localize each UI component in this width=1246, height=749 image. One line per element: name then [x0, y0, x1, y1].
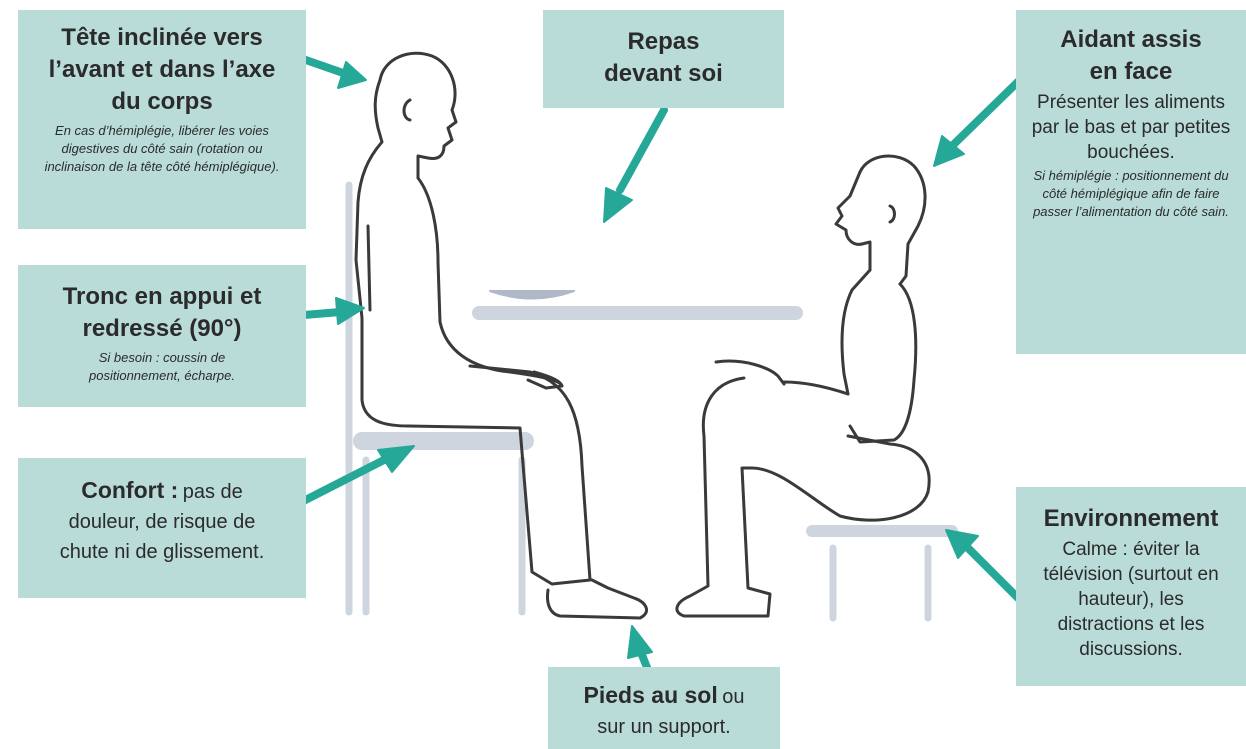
helper-note: Si hémiplégie : positionnement du côté h…	[1022, 167, 1240, 221]
helper-chair	[812, 531, 952, 618]
arrow-helper	[934, 72, 1028, 166]
label-box-comfort: Confort : pas de douleur, de risque de c…	[18, 458, 306, 598]
environment-text: Calme : éviter la télévision (surtout en…	[1024, 537, 1238, 662]
helper-figure	[677, 156, 929, 616]
feet-title: Pieds au sol	[584, 682, 718, 708]
arrow-meal	[604, 110, 664, 222]
meal-title: Repas devant soi	[593, 26, 734, 90]
arrow-head	[300, 58, 366, 88]
plate	[490, 291, 574, 299]
comfort-title: Confort :	[81, 477, 178, 503]
trunk-title: Tronc en appui et redressé (90°)	[32, 281, 292, 345]
label-box-helper: Aidant assis en face Présenter les alime…	[1016, 10, 1246, 354]
trunk-note: Si besoin : coussin de positionnement, é…	[32, 349, 292, 385]
label-box-environment: Environnement Calme : éviter la télévisi…	[1016, 487, 1246, 686]
head-title: Tête inclinée vers l’avant et dans l’axe…	[32, 22, 292, 118]
head-note: En cas d’hémiplégie, libérer les voies d…	[32, 122, 292, 176]
label-box-feet: Pieds au sol ou sur un support.	[548, 667, 780, 749]
helper-text: Présenter les aliments par le bas et par…	[1022, 90, 1240, 165]
patient-figure	[356, 53, 647, 618]
label-box-meal: Repas devant soi	[543, 10, 784, 108]
label-box-head: Tête inclinée vers l’avant et dans l’axe…	[18, 10, 306, 229]
table	[479, 291, 796, 313]
helper-title: Aidant assis en face	[1022, 24, 1240, 88]
environment-title: Environnement	[1024, 503, 1238, 535]
label-box-trunk: Tronc en appui et redressé (90°) Si beso…	[18, 265, 306, 407]
